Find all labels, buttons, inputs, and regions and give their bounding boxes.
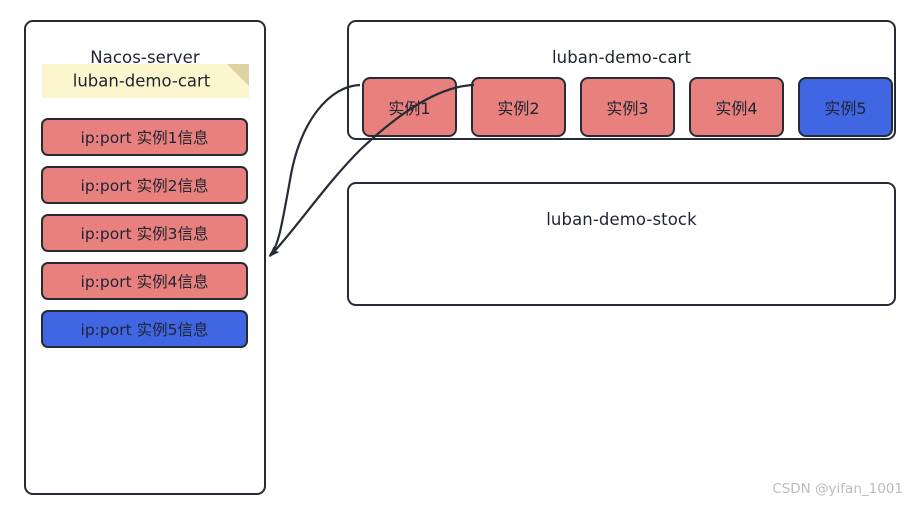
cart-instance-2-label: 实例2 — [497, 99, 540, 118]
cart-instance-5[interactable]: 实例5 — [798, 77, 893, 137]
cart-instance-4-label: 实例4 — [715, 99, 758, 118]
registry-entry-3-label: ip:port 实例3信息 — [80, 225, 209, 243]
registry-entry-2-label: ip:port 实例2信息 — [80, 177, 209, 195]
cart-instance-3-label: 实例3 — [606, 99, 649, 118]
registry-entry-1[interactable]: ip:port 实例1信息 — [41, 118, 248, 156]
note-fold-corner-icon — [227, 64, 249, 86]
registry-entry-2[interactable]: ip:port 实例2信息 — [41, 166, 248, 204]
registry-entry-1-label: ip:port 实例1信息 — [80, 129, 209, 147]
cart-instance-4[interactable]: 实例4 — [689, 77, 784, 137]
cart-instance-1-label: 实例1 — [388, 99, 431, 118]
csdn-watermark: CSDN @yifan_1001 — [772, 481, 903, 497]
registry-entry-5[interactable]: ip:port 实例5信息 — [41, 310, 248, 348]
nacos-server-panel: Nacos-server — [24, 20, 266, 495]
registry-entry-3[interactable]: ip:port 实例3信息 — [41, 214, 248, 252]
cart-service-title: luban-demo-cart — [551, 48, 692, 67]
registry-entry-4[interactable]: ip:port 实例4信息 — [41, 262, 248, 300]
cart-instance-1[interactable]: 实例1 — [362, 77, 457, 137]
cart-service-panel: luban-demo-cart 实例1 实例2 实例3 实例4 实例5 — [347, 20, 896, 140]
registry-entry-4-label: ip:port 实例4信息 — [80, 273, 209, 291]
stock-service-title: luban-demo-stock — [546, 210, 697, 229]
cart-instance-2[interactable]: 实例2 — [471, 77, 566, 137]
stock-service-panel: luban-demo-stock — [347, 182, 896, 306]
service-name-note: luban-demo-cart — [42, 64, 249, 98]
service-name-note-label: luban-demo-cart — [72, 71, 211, 91]
cart-instance-5-label: 实例5 — [824, 99, 867, 118]
nacos-server-title: Nacos-server — [90, 48, 200, 67]
cart-instance-3[interactable]: 实例3 — [580, 77, 675, 137]
registry-entry-5-label: ip:port 实例5信息 — [80, 321, 209, 339]
